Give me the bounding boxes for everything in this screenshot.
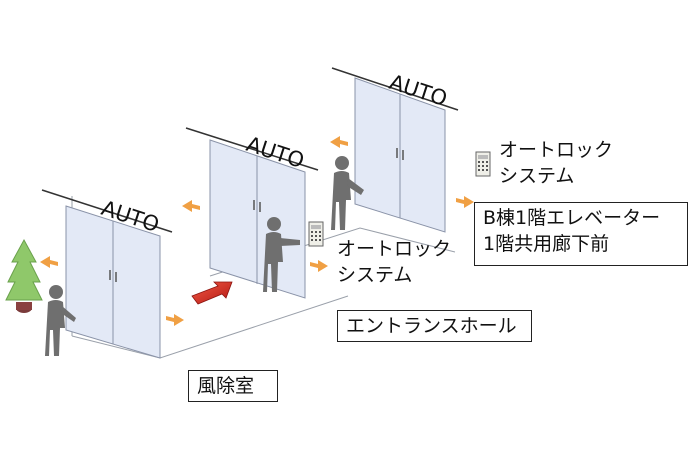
b-building-elevator-label: B棟1階エレベーター 1階共用廊下前 bbox=[474, 202, 688, 266]
arrow-door1-left bbox=[40, 256, 58, 268]
arrow-door3-left bbox=[330, 136, 348, 148]
arrow-door3-right bbox=[456, 196, 474, 208]
entrance-hall-label: エントランスホール bbox=[337, 310, 532, 342]
b-building-label-line1: B棟1階エレベーター bbox=[483, 207, 661, 229]
autolock-label-top: オートロック システム bbox=[499, 137, 613, 189]
vestibule-label: 風除室 bbox=[188, 370, 278, 402]
person-outside-icon bbox=[45, 285, 76, 356]
auto-door-3 bbox=[331, 67, 459, 233]
autolock-keypad-mid-icon bbox=[308, 221, 324, 247]
autolock-label-mid-line1: オートロック bbox=[337, 238, 452, 260]
autolock-label-top-line1: オートロック bbox=[499, 139, 614, 161]
auto-door-1 bbox=[41, 189, 173, 359]
entry-direction-arrow bbox=[191, 281, 233, 305]
autolock-keypad-top-icon bbox=[475, 151, 491, 177]
person-mid-icon bbox=[263, 217, 300, 292]
autolock-label-mid-line2: システム bbox=[337, 264, 413, 286]
arrow-door2-right bbox=[310, 260, 328, 272]
b-building-label-line2: 1階共用廊下前 bbox=[483, 233, 610, 255]
door-open-arrows bbox=[40, 136, 474, 326]
autolock-label-mid: オートロック システム bbox=[337, 236, 451, 288]
arrow-door1-right bbox=[166, 314, 184, 326]
plant-icon bbox=[5, 238, 43, 313]
person-top-icon bbox=[331, 156, 364, 230]
arrow-door2-left bbox=[182, 200, 200, 212]
autolock-label-top-line2: システム bbox=[499, 165, 575, 187]
